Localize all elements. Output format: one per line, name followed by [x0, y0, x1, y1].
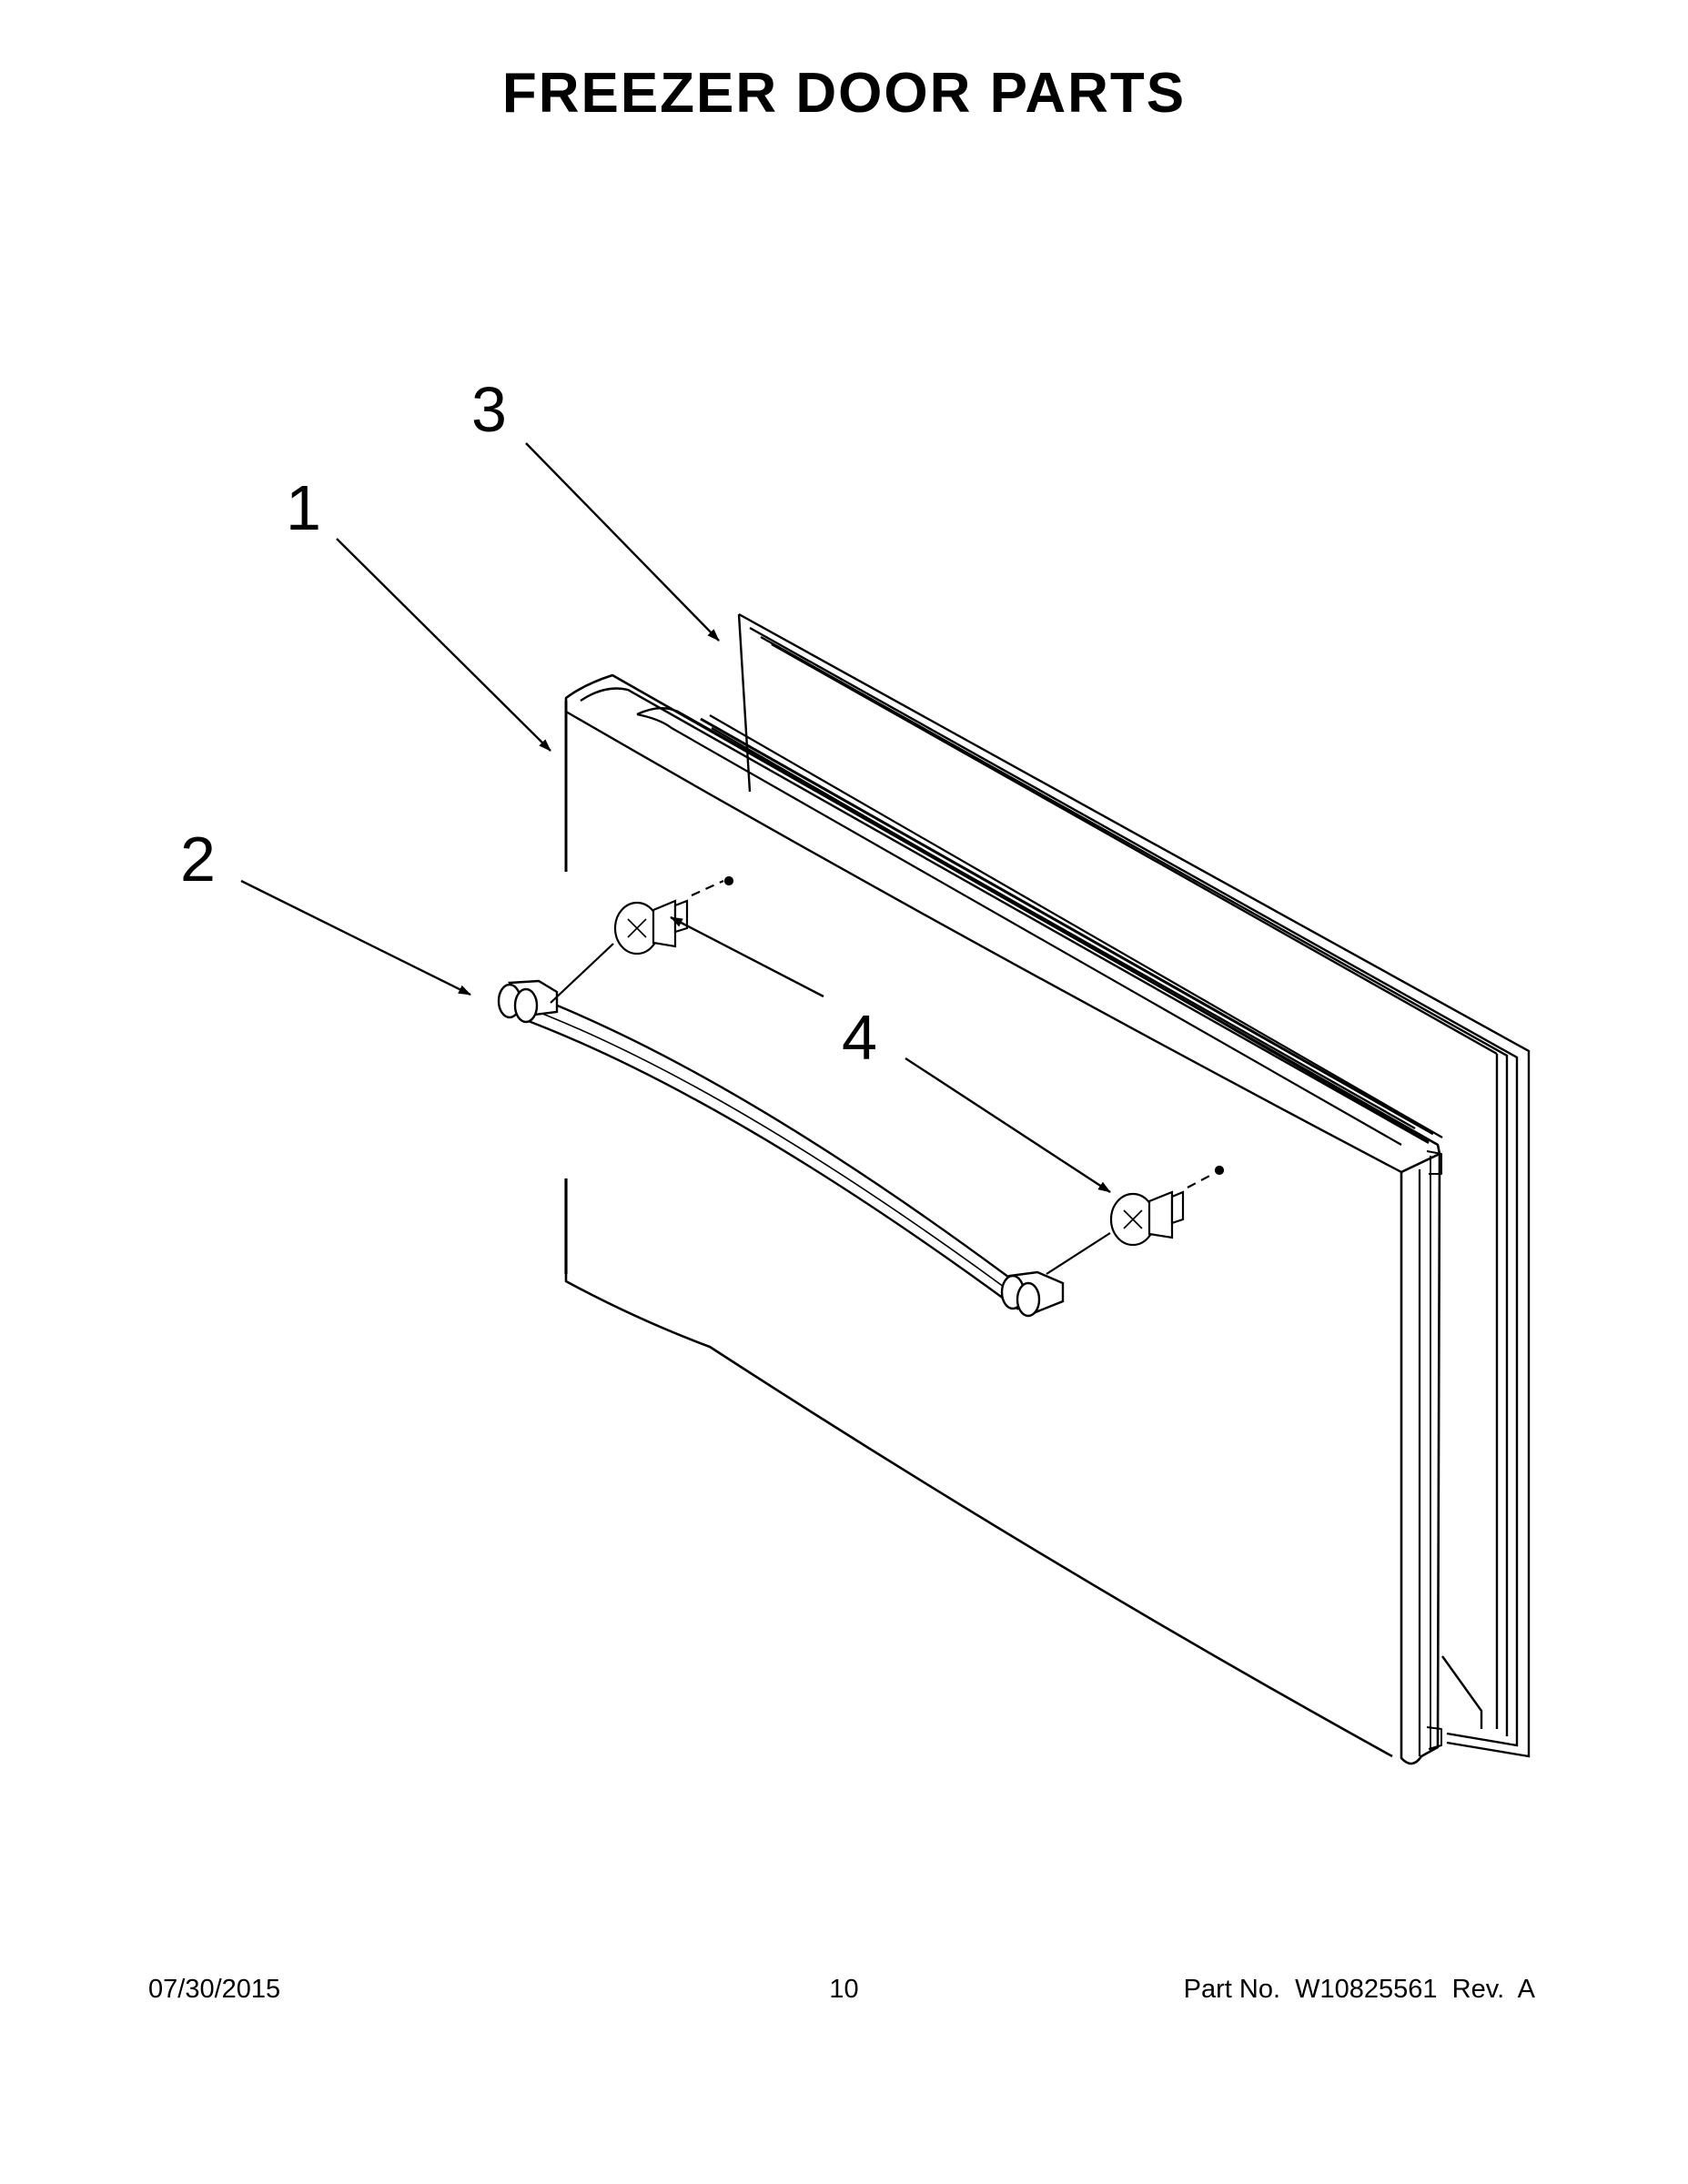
callout-4: 4: [842, 1002, 877, 1073]
page-title: FREEZER DOOR PARTS: [501, 62, 1187, 125]
footer-date: 07/30/2015: [148, 1975, 281, 2004]
leader-line-4a: [670, 915, 824, 998]
door-gasket: [737, 612, 1531, 1758]
handle-mount-upper: [613, 875, 734, 956]
assembly-guides: [550, 879, 1216, 1275]
footer-part-number: Part No. W10825561 Rev. A: [1183, 1975, 1535, 2004]
leader-line-4b: [905, 1057, 1111, 1194]
callout-1: 1: [286, 472, 321, 543]
leader-lines: [240, 442, 1111, 1194]
callout-2: 2: [180, 824, 216, 895]
door-handle: [497, 979, 1065, 1318]
leader-line-1: [336, 538, 551, 752]
footer-page-number: 10: [829, 1975, 859, 2004]
handle-mount-lower: [1109, 1165, 1225, 1247]
callout-3: 3: [471, 374, 507, 445]
freezer-door: [564, 673, 1443, 1765]
leader-line-2: [240, 879, 471, 996]
leader-line-3: [525, 442, 720, 642]
